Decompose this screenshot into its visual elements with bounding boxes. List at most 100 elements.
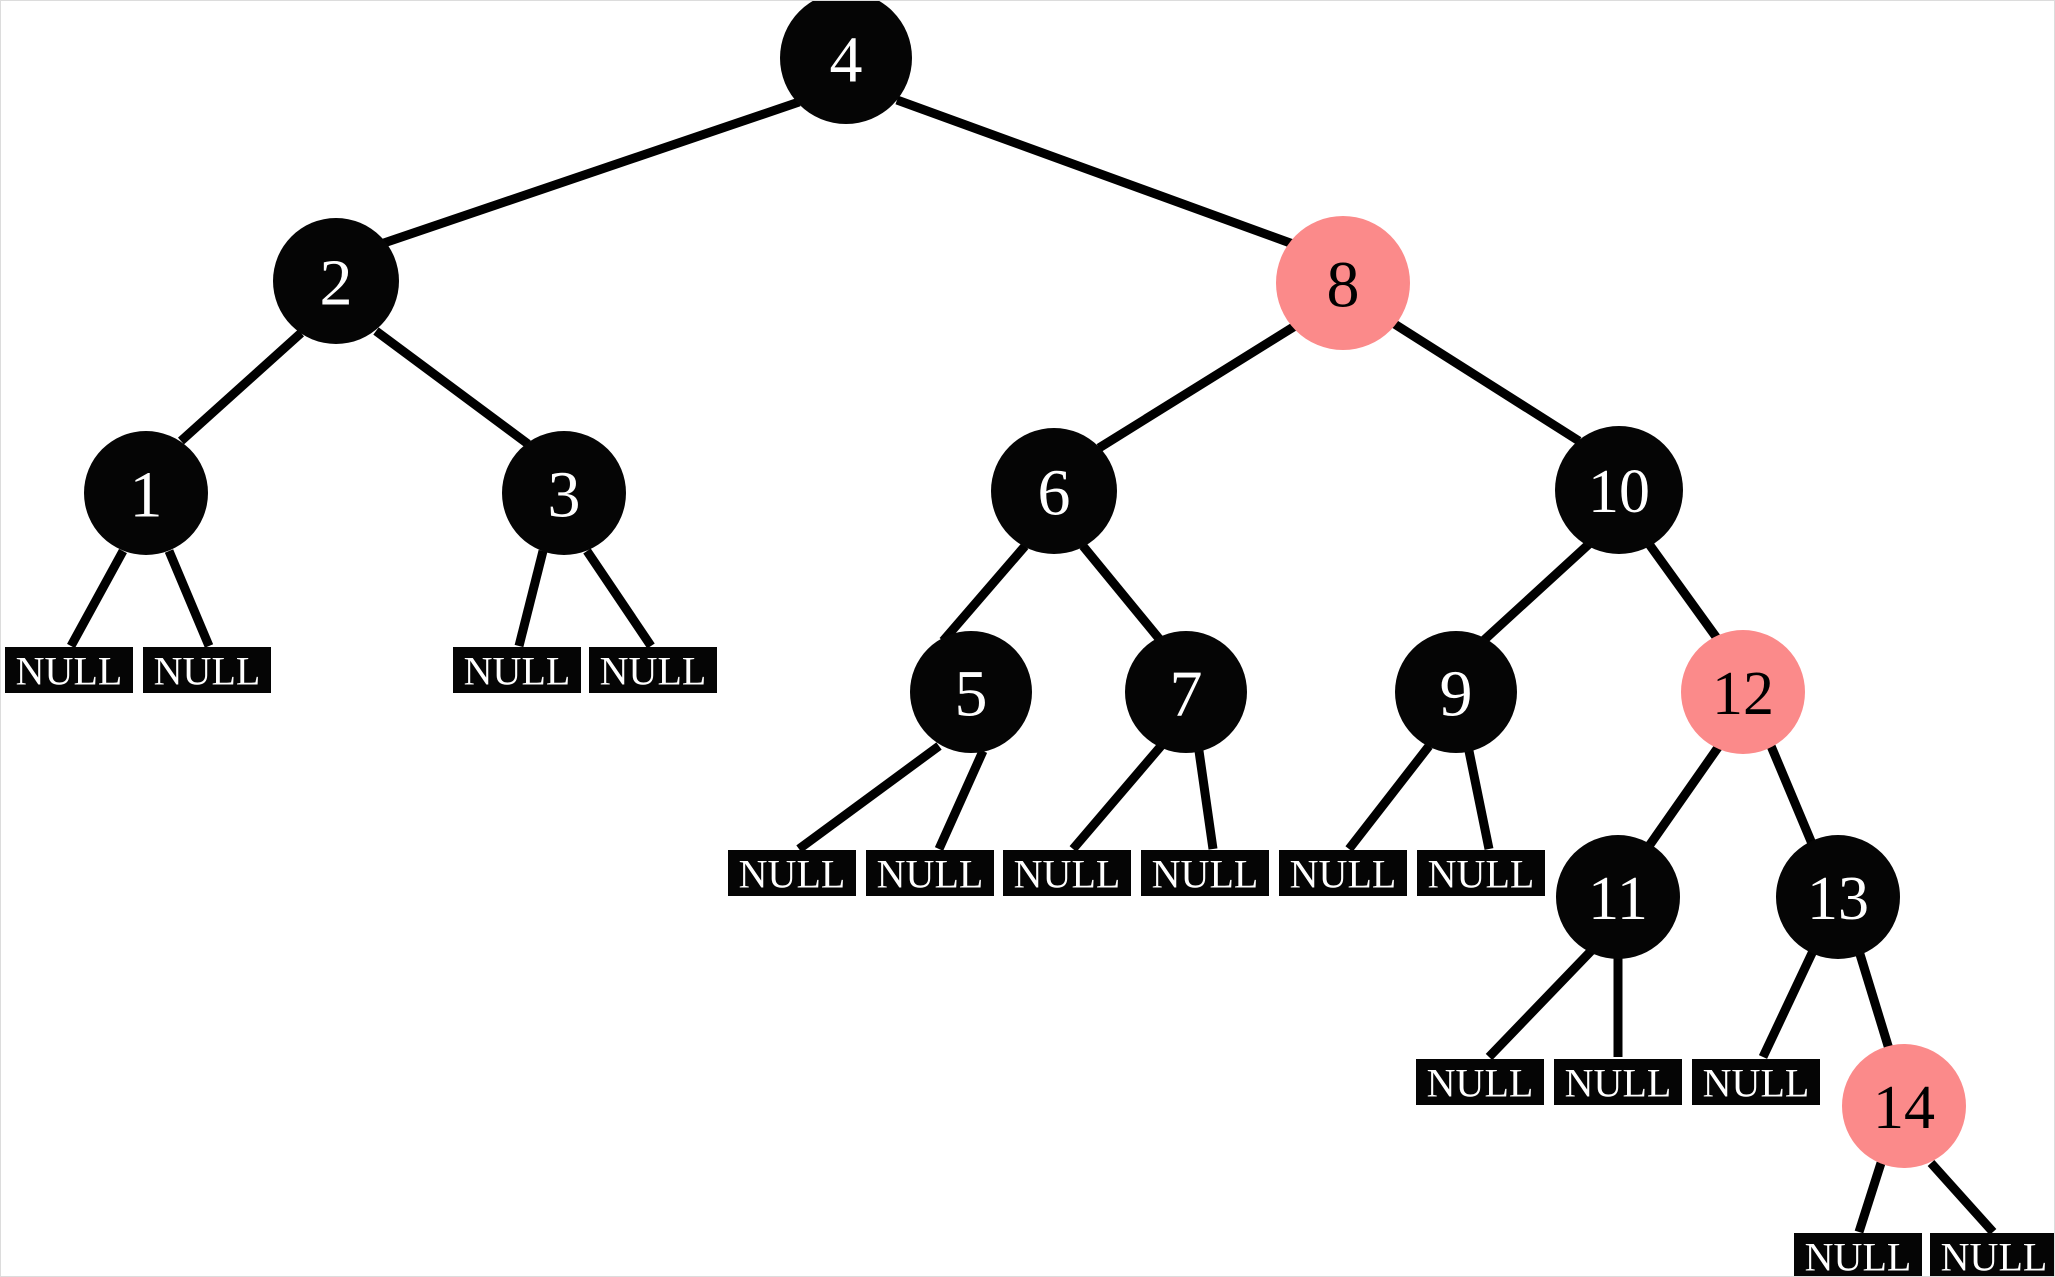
null-leaf[interactable]: NULL <box>1554 1059 1682 1106</box>
null-leaf[interactable]: NULL <box>1279 850 1407 897</box>
tree-edge <box>1069 743 1165 852</box>
null-leaf-label: NULL <box>1941 1235 2048 1277</box>
node-label: 4 <box>830 24 863 97</box>
tree-edge <box>514 549 548 648</box>
node-label: 13 <box>1807 865 1869 933</box>
tree-node-6[interactable]: 6 <box>991 428 1117 554</box>
tree-edge <box>1390 319 1582 445</box>
null-leaf[interactable]: NULL <box>1141 850 1269 897</box>
null-leaf[interactable]: NULL <box>866 850 994 897</box>
tree-node-5[interactable]: 5 <box>910 631 1032 753</box>
null-leaf[interactable]: NULL <box>1930 1233 2055 1277</box>
tree-node-14[interactable]: 14 <box>1842 1044 1966 1168</box>
tree-edge <box>67 548 127 649</box>
tree-edge <box>177 329 305 445</box>
node-circle-black <box>502 431 626 555</box>
node-label: 9 <box>1440 658 1473 731</box>
null-leaf[interactable]: NULL <box>589 647 717 694</box>
tree-node-2[interactable]: 2 <box>273 218 399 344</box>
tree-edge <box>1079 543 1165 644</box>
null-leaf-box <box>1692 1059 1820 1105</box>
tree-node-8[interactable]: 8 <box>1276 216 1410 350</box>
node-label: 12 <box>1712 660 1774 728</box>
tree-edge <box>1766 744 1818 848</box>
edges-layer <box>67 95 1997 1236</box>
null-leaf-box <box>5 647 133 693</box>
tree-edge <box>1927 1159 1997 1236</box>
tree-edge <box>583 548 655 649</box>
node-label: 6 <box>1038 457 1071 530</box>
tree-node-12[interactable]: 12 <box>1681 630 1805 754</box>
null-leaf-label: NULL <box>1703 1061 1810 1106</box>
null-leaf-box <box>1416 1059 1544 1105</box>
tree-node-1[interactable]: 1 <box>84 431 208 555</box>
tree-edge <box>1645 743 1723 849</box>
node-label: 8 <box>1327 249 1360 322</box>
null-leaf[interactable]: NULL <box>1794 1233 1922 1277</box>
null-leaf[interactable]: NULL <box>1003 850 1131 897</box>
null-leaf-label: NULL <box>1290 852 1397 897</box>
null-leaf-label: NULL <box>739 852 846 897</box>
tree-edge <box>1096 322 1298 452</box>
null-leaf[interactable]: NULL <box>1416 1059 1544 1106</box>
tree-node-4[interactable]: 4 <box>780 1 912 124</box>
null-leaf[interactable]: NULL <box>453 647 581 694</box>
node-circle-black <box>991 428 1117 554</box>
tree-edge <box>939 543 1029 644</box>
tree-edge <box>895 95 1295 249</box>
null-leaf-label: NULL <box>464 649 571 694</box>
node-circle-black <box>1555 426 1683 554</box>
tree-edge <box>1645 541 1723 644</box>
null-leaf-box <box>1417 850 1545 896</box>
node-circle-black <box>1395 631 1517 753</box>
tree-node-11[interactable]: 11 <box>1556 835 1680 959</box>
null-leaf[interactable]: NULL <box>1417 850 1545 897</box>
tree-node-7[interactable]: 7 <box>1125 631 1247 753</box>
tree-edge <box>1345 743 1433 852</box>
node-label: 7 <box>1170 658 1203 731</box>
null-leaf-box <box>1930 1233 2054 1276</box>
node-circle-red <box>1842 1044 1966 1168</box>
node-label: 10 <box>1588 458 1650 526</box>
null-leaf-label: NULL <box>1427 1061 1534 1106</box>
tree-edge <box>934 749 988 851</box>
null-leaf-label: NULL <box>1014 852 1121 897</box>
node-circle-red <box>1681 630 1805 754</box>
null-leaf[interactable]: NULL <box>143 647 271 694</box>
tree-edge <box>164 549 214 648</box>
tree-edge <box>796 742 942 853</box>
null-leaves-layer: NULL NULL NULL NULL NULL NULL NULL NULL NULL NULL… <box>5 647 2055 1277</box>
null-leaf[interactable]: NULL <box>5 647 133 694</box>
null-leaf-label: NULL <box>16 649 123 694</box>
null-leaf-box <box>143 647 271 693</box>
tree-node-10[interactable]: 10 <box>1555 426 1683 554</box>
null-leaf-box <box>728 850 856 896</box>
tree-edge <box>1479 540 1593 645</box>
tree-edge <box>379 97 801 249</box>
null-leaf-box <box>1554 1059 1682 1105</box>
tree-edge <box>373 327 531 448</box>
null-leaf-box <box>1794 1233 1922 1276</box>
node-circle-black <box>1776 835 1900 959</box>
null-leaf-label: NULL <box>1805 1235 1912 1277</box>
node-label: 11 <box>1588 865 1648 933</box>
tree-edge <box>1194 750 1218 850</box>
node-circle-black <box>1125 631 1247 753</box>
null-leaf-box <box>453 647 581 693</box>
tree-node-13[interactable]: 13 <box>1776 835 1900 959</box>
tree-edge <box>1758 949 1818 1059</box>
node-label: 1 <box>130 459 163 532</box>
node-circle-black <box>1556 835 1680 959</box>
tree-node-3[interactable]: 3 <box>502 431 626 555</box>
null-leaf-label: NULL <box>1152 852 1259 897</box>
null-leaf[interactable]: NULL <box>1692 1059 1820 1106</box>
node-circle-red <box>1276 216 1410 350</box>
null-leaf-label: NULL <box>1428 852 1535 897</box>
tree-edge <box>1485 947 1595 1061</box>
node-circle-black <box>910 631 1032 753</box>
node-label: 14 <box>1873 1074 1935 1142</box>
null-leaf[interactable]: NULL <box>728 850 856 897</box>
tree-node-9[interactable]: 9 <box>1395 631 1517 753</box>
